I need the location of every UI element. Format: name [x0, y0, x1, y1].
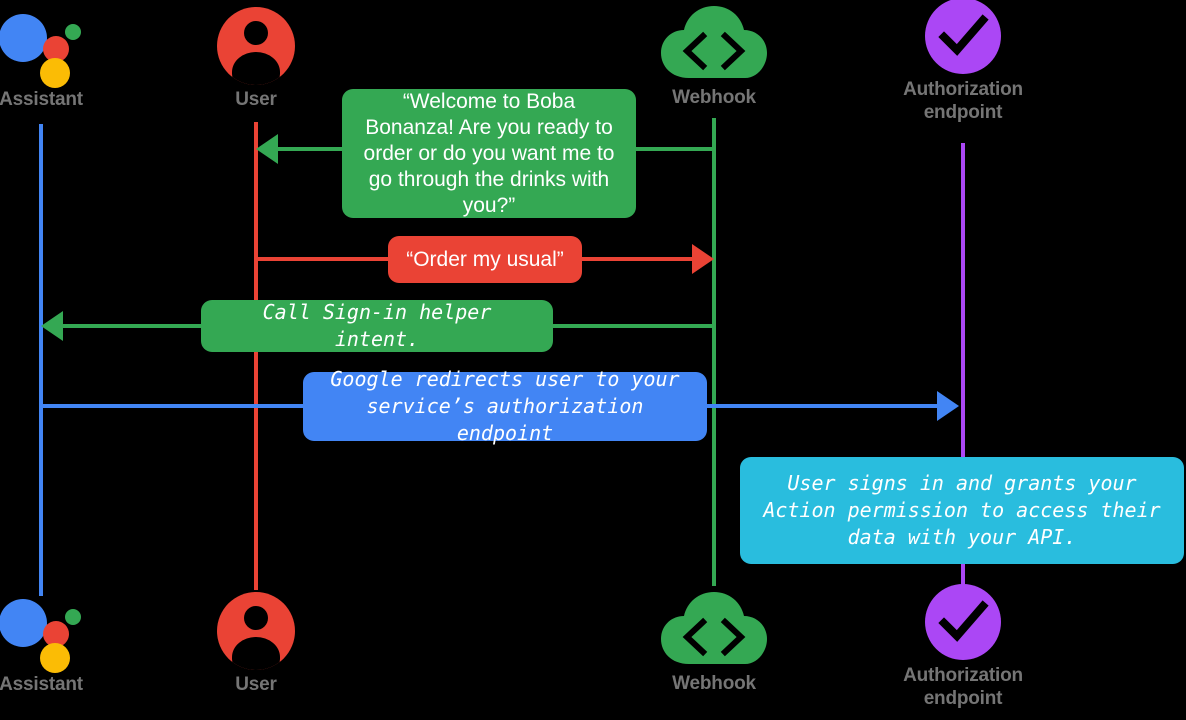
arrowhead-redirect	[937, 391, 959, 421]
user-head-shape	[244, 21, 268, 45]
message-bubble-signin[interactable]: Call Sign-in helper intent.	[201, 300, 553, 352]
actor-user-top[interactable]: User	[156, 4, 356, 111]
cloud-code-icon-top	[614, 2, 814, 86]
assistant-red-dot-icon	[43, 621, 69, 647]
actor-label-authorization-top: Authorization endpoint	[903, 79, 1023, 123]
assistant-green-dot-icon	[65, 609, 81, 625]
message-bubble-permission[interactable]: User signs in and grants your Action per…	[740, 457, 1184, 564]
user-head-shape	[244, 606, 268, 630]
actor-webhook-bottom[interactable]: Webhook	[614, 588, 814, 695]
cloud-code-icon-bottom	[614, 588, 814, 672]
message-text-signin: Call Sign-in helper intent.	[262, 300, 492, 351]
message-text-redirect: Google redirects user to your service’s …	[330, 367, 680, 445]
message-text-welcome: “Welcome to Boba Bonanza! Are you ready …	[363, 89, 615, 217]
arrowhead-welcome	[256, 134, 278, 164]
actor-user-bottom[interactable]: User	[156, 589, 356, 696]
assistant-yellow-dot-icon	[40, 643, 70, 673]
actor-label-webhook-bottom: Webhook	[672, 673, 756, 694]
message-text-order: “Order my usual”	[406, 247, 564, 271]
assistant-logo-icon-top	[0, 4, 141, 88]
user-body-shape	[232, 637, 280, 670]
message-bubble-order[interactable]: “Order my usual”	[388, 236, 582, 283]
user-body-shape	[232, 52, 280, 85]
lifeline-authorization	[961, 143, 965, 590]
cloud-code-svg	[661, 6, 767, 78]
connector-welcome-right	[635, 147, 715, 151]
user-avatar-icon-top	[156, 4, 356, 88]
actor-webhook-top[interactable]: Webhook	[614, 2, 814, 109]
assistant-yellow-dot-icon	[40, 58, 70, 88]
lifeline-webhook	[712, 118, 716, 586]
assistant-blue-dot-icon	[0, 599, 47, 647]
check-svg	[938, 14, 989, 56]
message-bubble-welcome[interactable]: “Welcome to Boba Bonanza! Are you ready …	[342, 89, 636, 218]
actor-label-user-bottom: User	[235, 674, 277, 695]
connector-welcome-left	[278, 147, 344, 151]
actor-label-webhook-top: Webhook	[672, 87, 756, 108]
actor-label-assistant-top: Assistant	[0, 89, 83, 110]
purple-check-circle-icon-top	[863, 0, 1063, 78]
assistant-blue-dot-icon	[0, 14, 47, 62]
check-svg	[938, 600, 989, 642]
lifeline-assistant	[39, 124, 43, 596]
connector-order-right	[580, 257, 694, 261]
cloud-code-svg	[661, 592, 767, 664]
actor-label-assistant-bottom: Assistant	[0, 674, 83, 695]
actor-label-authorization-bottom: Authorization endpoint	[903, 665, 1023, 709]
actor-authorization-top[interactable]: Authorization endpoint	[863, 0, 1063, 124]
message-text-permission: User signs in and grants your Action per…	[763, 471, 1161, 549]
connector-redirect-right	[705, 404, 939, 408]
connector-redirect-left	[41, 404, 305, 408]
arrowhead-order	[692, 244, 714, 274]
actor-label-user-top: User	[235, 89, 277, 110]
actor-assistant-bottom[interactable]: Assistant	[0, 589, 141, 696]
message-bubble-redirect[interactable]: Google redirects user to your service’s …	[303, 367, 707, 445]
assistant-red-dot-icon	[43, 36, 69, 62]
connector-signin-right	[551, 324, 714, 328]
purple-check-circle-icon-bottom	[863, 580, 1063, 664]
assistant-green-dot-icon	[65, 24, 81, 40]
actor-assistant-top[interactable]: Assistant	[0, 4, 141, 111]
actor-authorization-bottom[interactable]: Authorization endpoint	[863, 580, 1063, 710]
arrowhead-signin	[41, 311, 63, 341]
connector-signin-left	[63, 324, 203, 328]
lifeline-user	[254, 122, 258, 590]
user-avatar-icon-bottom	[156, 589, 356, 673]
connector-order-left	[256, 257, 390, 261]
assistant-logo-icon-bottom	[0, 589, 141, 673]
